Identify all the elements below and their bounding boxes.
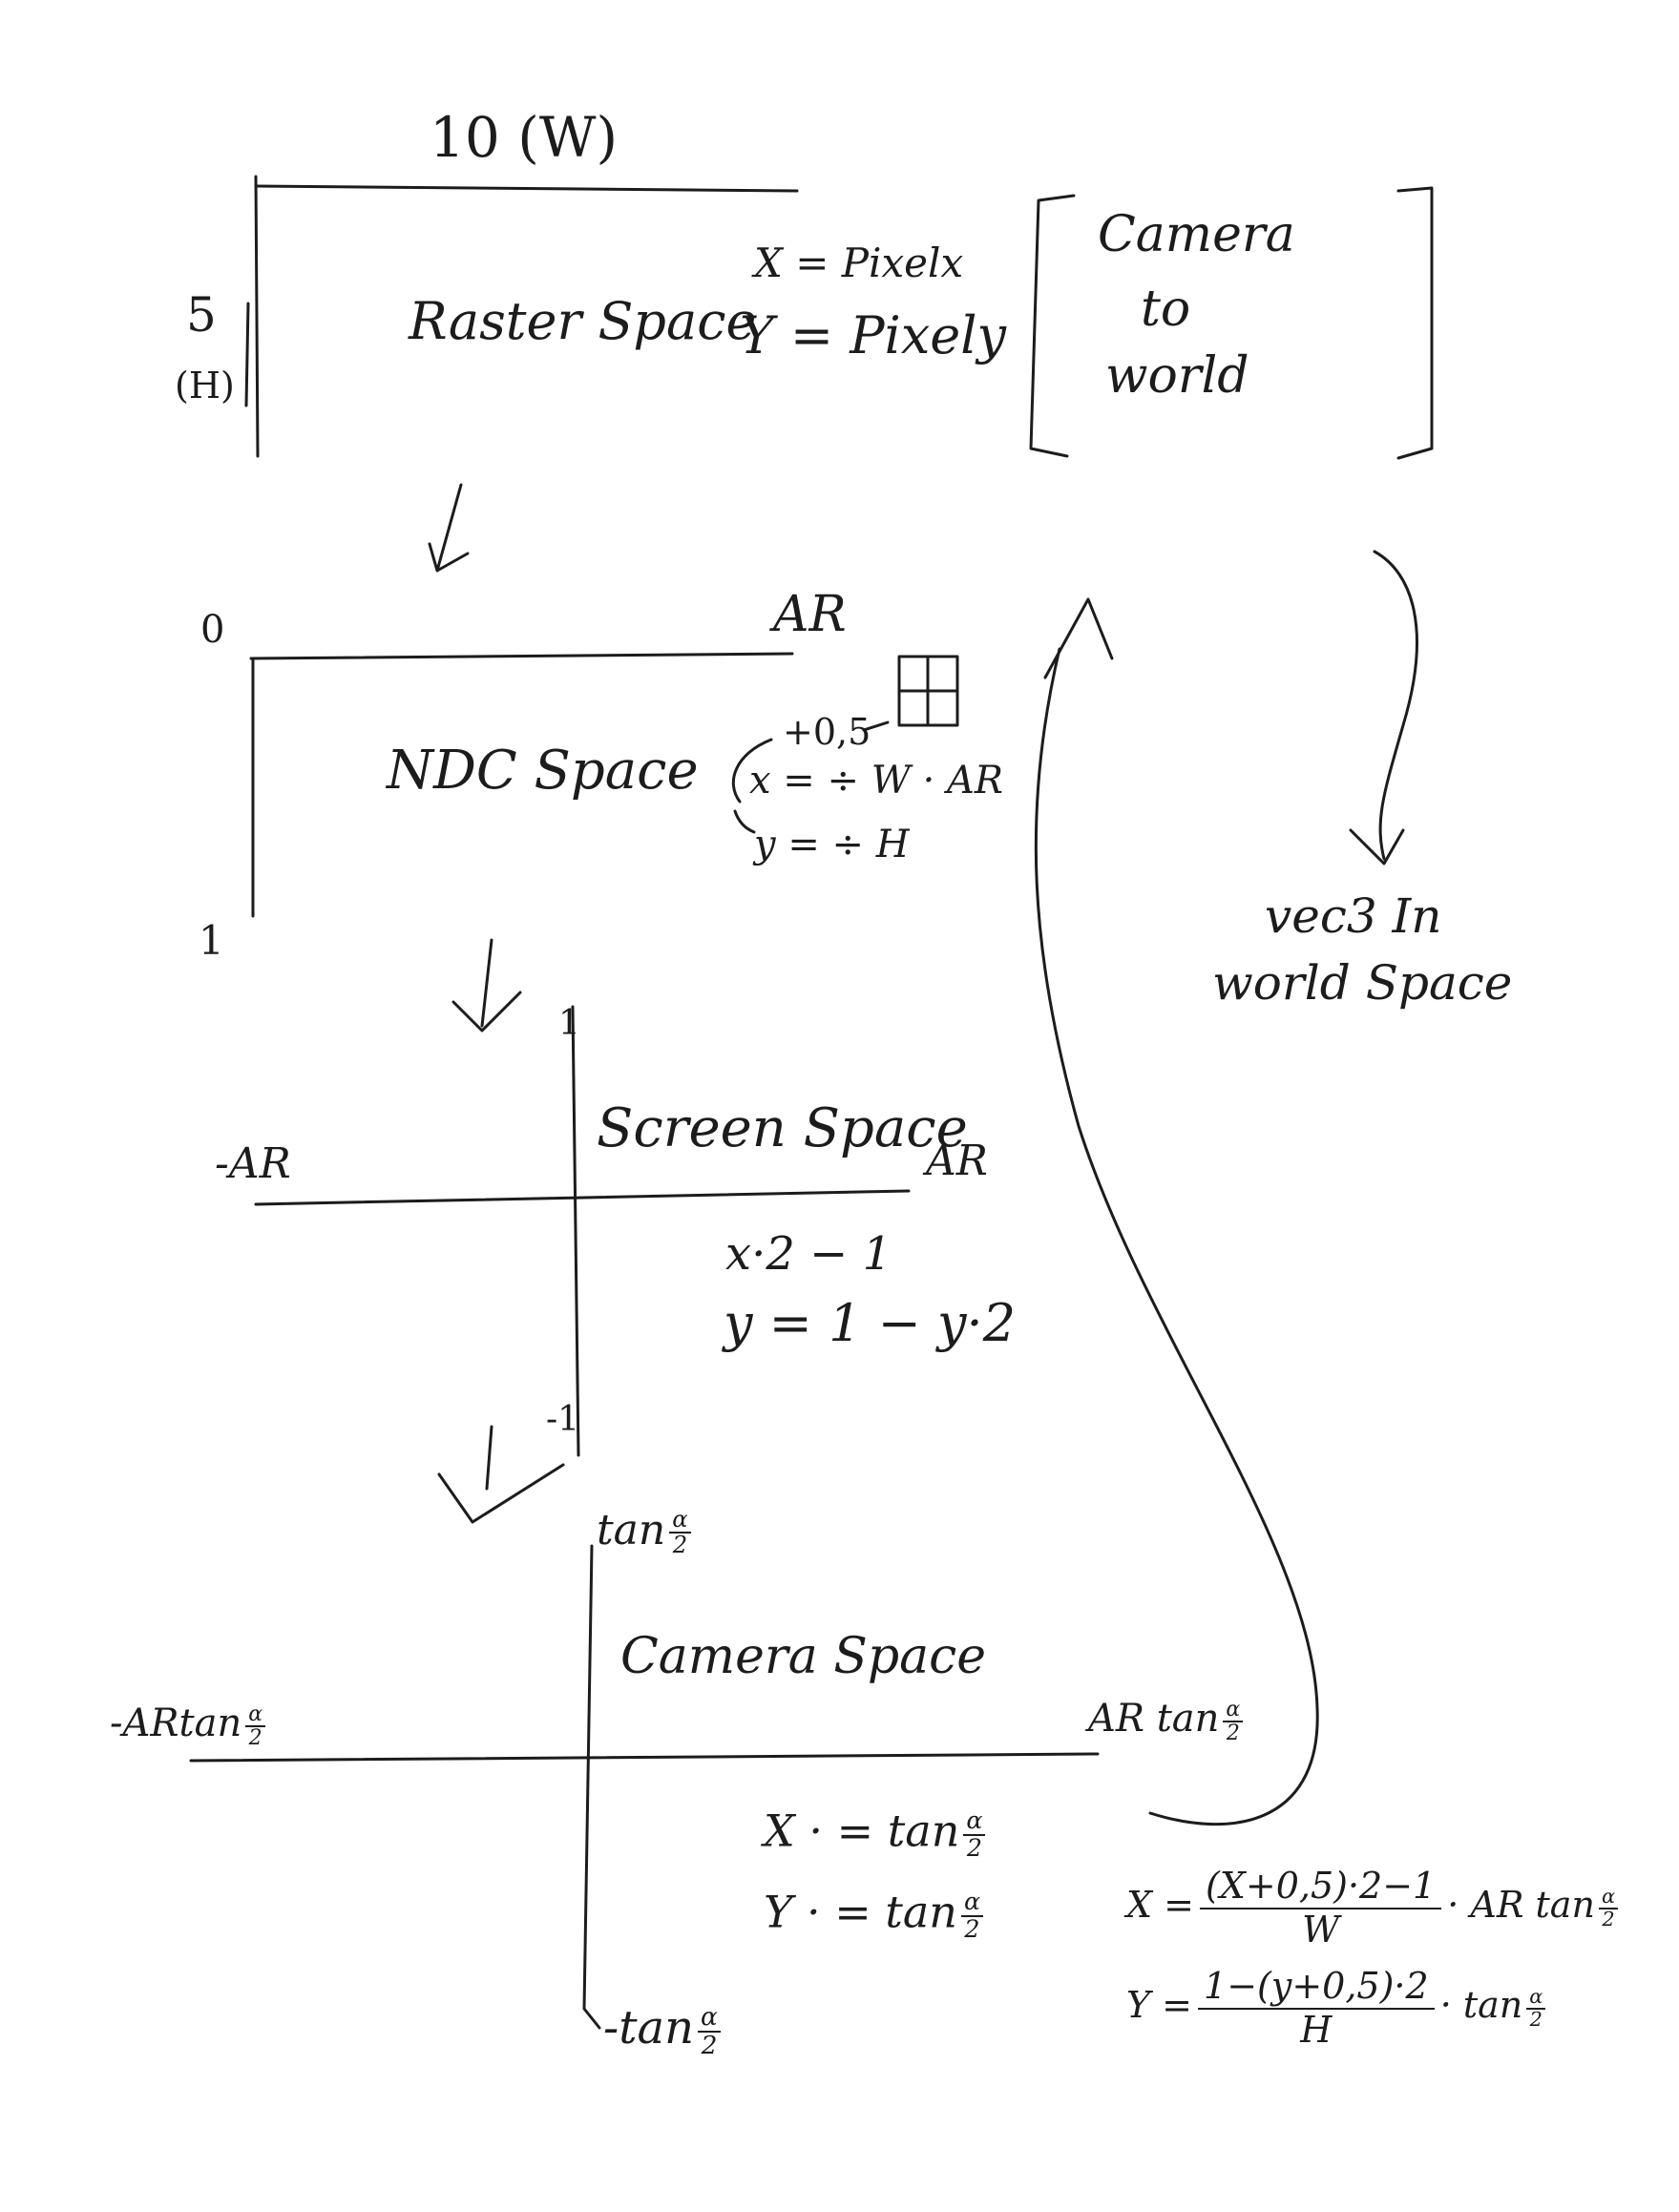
arrow-raster-to-ndc: [428, 483, 470, 573]
camera-y-text: Y · = tan: [764, 1886, 957, 1938]
screen-title: Screen Space: [597, 1097, 968, 1159]
ndc-y-equation: y = ÷ H: [754, 823, 910, 866]
matrix-line-2: to: [1141, 281, 1191, 338]
screen-right-label: AR: [926, 1137, 988, 1185]
ndc-pixel-grid: [897, 655, 959, 727]
screen-y-equation: y = 1 − y·2: [724, 1293, 1017, 1353]
screen-left-label: -AR: [215, 1139, 291, 1188]
raster-x-equation: X = Pixelx: [754, 240, 964, 286]
camera-right-text: AR tan: [1088, 1697, 1220, 1742]
camera-bottom-tan: -tan: [603, 2001, 695, 2055]
ndc-one-label: 1: [199, 917, 224, 964]
ndc-x-equation: x = ÷ W · AR: [749, 759, 1003, 803]
matrix-line-1: Camera: [1098, 206, 1295, 263]
formula-x-rhs: · AR tan: [1447, 1884, 1595, 1927]
formula-y-lhs: Y =: [1126, 1984, 1193, 2027]
arrow-matrix-to-world: [1349, 550, 1418, 866]
camera-vertical-axis: [582, 1544, 601, 2030]
world-line-2: world Space: [1212, 955, 1513, 1011]
ndc-ar-label: AR: [773, 586, 847, 643]
ndc-offset-curve: [731, 720, 890, 834]
screen-bottom-label: -1: [546, 1400, 580, 1439]
raster-left-edge: [254, 175, 260, 458]
arrow-screen-to-camera: [437, 1425, 565, 1524]
arrow-ndc-to-screen: [451, 938, 522, 1033]
camera-horizontal-axis: [189, 1752, 1100, 1763]
raster-height-bracket: [244, 302, 250, 407]
arrow-camera-to-matrix: [1034, 597, 1319, 1826]
world-line-1: vec3 In: [1265, 888, 1442, 944]
raster-width-label: 10 (W): [430, 105, 619, 170]
camera-x-text: X · = tan: [764, 1805, 960, 1857]
screen-vertical-axis: [571, 1005, 580, 1457]
camera-top-tan: tan: [597, 1505, 666, 1555]
screen-horizontal-axis: [254, 1189, 911, 1206]
matrix-line-3: world: [1105, 347, 1249, 405]
matrix-right-bracket: [1396, 186, 1434, 460]
raster-top-edge: [254, 184, 799, 193]
raster-title: Raster Space: [409, 291, 757, 351]
matrix-left-bracket: [1029, 194, 1076, 458]
ndc-top-edge: [249, 652, 794, 660]
ndc-zero-label: 0: [200, 608, 225, 652]
ndc-title: NDC Space: [387, 740, 699, 802]
ndc-offset-label: +0,5: [783, 711, 871, 753]
raster-height-label-a: 5: [186, 287, 217, 343]
screen-x-equation: x·2 − 1: [725, 1227, 892, 1281]
formula-y-rhs: · tan: [1439, 1984, 1523, 2027]
screen-top-label: 1: [558, 1004, 580, 1043]
raster-y-equation: Y = Pixely: [740, 305, 1007, 365]
camera-title: Camera Space: [620, 1628, 987, 1685]
formula-x-lhs: X =: [1126, 1884, 1194, 1927]
raster-height-label-b: (H): [175, 365, 235, 407]
camera-left-text: -ARtan: [110, 1701, 242, 1746]
